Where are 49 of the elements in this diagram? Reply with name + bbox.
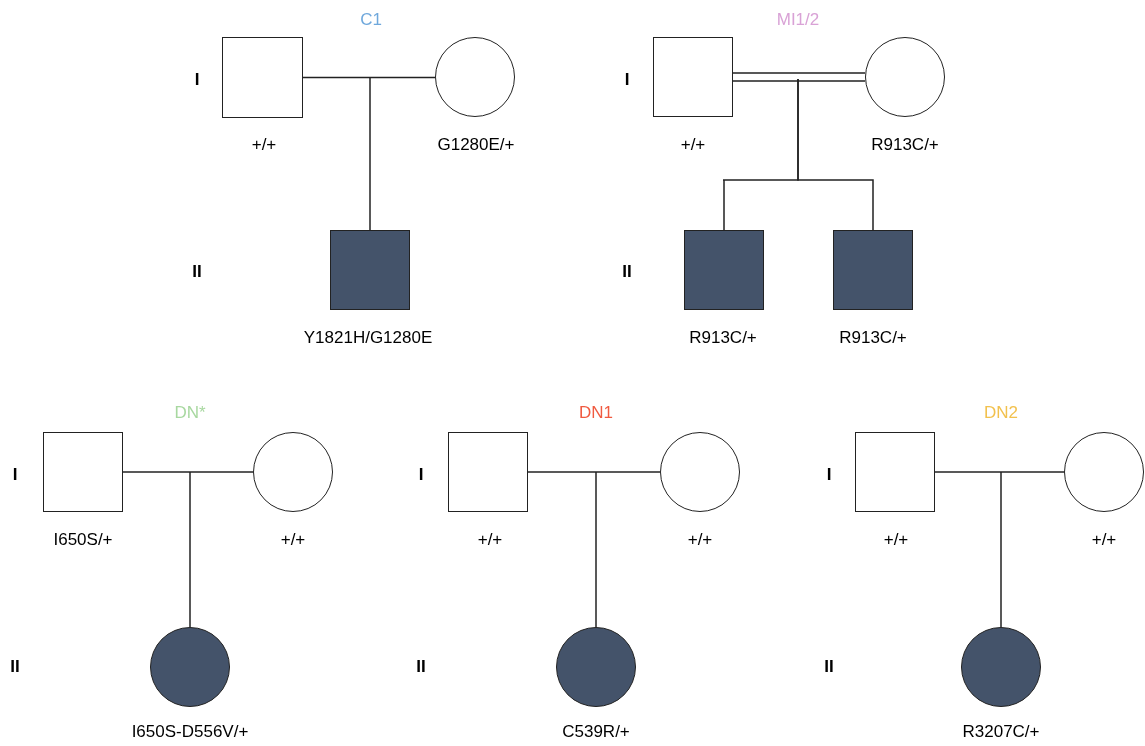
genotype-label: Y1821H/G1280E [303,327,433,349]
male-symbol [855,432,935,512]
family-title: DN1 [579,402,613,424]
generation-label: II [416,656,426,678]
generation-label: I [418,464,424,486]
genotype-label: C539R/+ [562,721,630,743]
mating-line [122,471,254,473]
family-title: DN2 [984,402,1018,424]
male-symbol [222,37,303,118]
genotype-label: I650S/+ [53,529,113,551]
mating-line [302,76,436,79]
male-symbol [653,37,733,117]
descent-line [369,76,371,231]
genotype-label: +/+ [280,529,306,551]
family-title: C1 [360,9,382,31]
descent-line [595,471,597,628]
genotype-label: +/+ [477,529,503,551]
genotype-label: G1280E/+ [437,134,515,156]
genotype-label: R913C/+ [871,134,939,156]
affected-male-symbol [330,230,410,310]
genotype-label: R3207C/+ [962,721,1040,743]
generation-label: II [622,261,632,283]
generation-label: I [194,69,200,91]
genotype-label: R913C/+ [689,327,757,349]
genotype-label: +/+ [680,134,706,156]
male-symbol [43,432,123,512]
genotype-label: +/+ [1091,529,1117,551]
genotype-label: +/+ [251,134,277,156]
affected-male-symbol [833,230,913,310]
genotype-label: I650S-D556V/+ [131,721,249,743]
affected-male-symbol [684,230,764,310]
genotype-label: +/+ [883,529,909,551]
mating-line [527,471,661,473]
generation-label: I [624,69,630,91]
family-title: MI1/2 [776,9,820,31]
genotype-label: +/+ [687,529,713,551]
male-symbol [448,432,528,512]
mating-line [934,471,1065,473]
genotype-label: R913C/+ [839,327,907,349]
descent-line [1000,471,1002,628]
descent-line [189,471,191,628]
family-title: DN* [174,402,206,424]
generation-label: II [10,656,20,678]
consanguineous-mating-line [732,72,866,82]
generation-label: II [192,261,202,283]
generation-label: II [824,656,834,678]
descent-line [797,78,874,231]
generation-label: I [826,464,832,486]
generation-label: I [12,464,18,486]
